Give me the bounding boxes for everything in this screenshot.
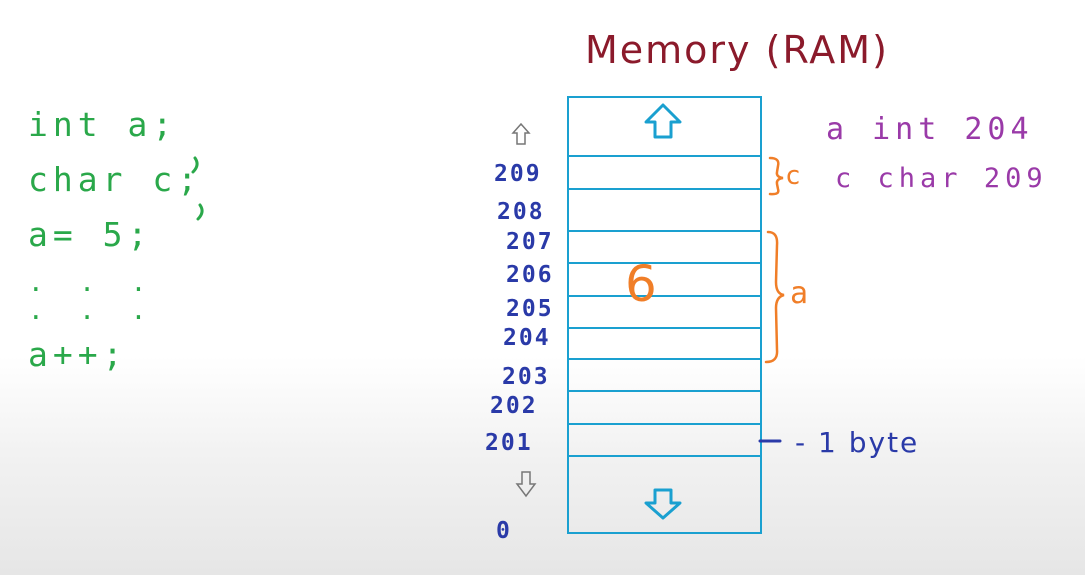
- memory-cell-divider: [567, 262, 762, 264]
- byte-annotation: - 1 byte: [795, 426, 920, 459]
- code-line-2: char c;: [28, 160, 203, 199]
- address-label: 0: [496, 518, 512, 544]
- code-line-6: a++;: [28, 335, 128, 374]
- symbol-entry-a: a int 204: [826, 112, 1034, 147]
- address-label: 209: [494, 161, 542, 187]
- memory-block: [567, 96, 762, 534]
- address-label: 202: [490, 393, 538, 419]
- memory-cell-divider: [567, 295, 762, 297]
- memory-cell-divider: [567, 155, 762, 157]
- memory-cell-divider: [567, 358, 762, 360]
- address-label: 206: [506, 262, 554, 288]
- code-line-5: . . .: [28, 296, 157, 326]
- symbol-address: 209: [983, 163, 1048, 194]
- memory-cell-divider: [567, 455, 762, 457]
- memory-cell-divider: [567, 327, 762, 329]
- code-line-3: a= 5;: [28, 215, 153, 254]
- code-line-4: . . .: [28, 268, 157, 298]
- memory-cell-divider: [567, 230, 762, 232]
- symbol-address: 204: [964, 112, 1034, 147]
- address-label: 204: [503, 325, 551, 351]
- diagram-title: Memory (RAM): [585, 28, 889, 72]
- brace-c: [768, 156, 784, 196]
- symbol-name: c: [835, 163, 857, 194]
- symbol-type: char: [877, 163, 963, 194]
- brace-a: [764, 230, 785, 364]
- address-label: 208: [497, 199, 545, 225]
- bracket-label-c: c: [785, 161, 801, 191]
- address-label: 207: [506, 229, 554, 255]
- bracket-label-a: a: [790, 276, 809, 311]
- address-label: 205: [506, 296, 554, 322]
- up-arrow-icon: [644, 103, 682, 139]
- code-line-1: int a;: [28, 105, 178, 144]
- down-arrow-icon: [644, 488, 682, 520]
- memory-cell-divider: [567, 423, 762, 425]
- memory-cell-divider: [567, 188, 762, 190]
- up-arrow-icon: [511, 122, 531, 145]
- symbol-type: int: [872, 112, 942, 147]
- symbol-entry-c: c char 209: [835, 163, 1048, 194]
- symbol-name: a: [826, 112, 850, 147]
- address-label: 201: [485, 430, 533, 456]
- address-label: 203: [502, 364, 550, 390]
- cell-value: 6: [625, 255, 657, 313]
- memory-cell-divider: [567, 390, 762, 392]
- down-arrow-icon: [515, 471, 537, 498]
